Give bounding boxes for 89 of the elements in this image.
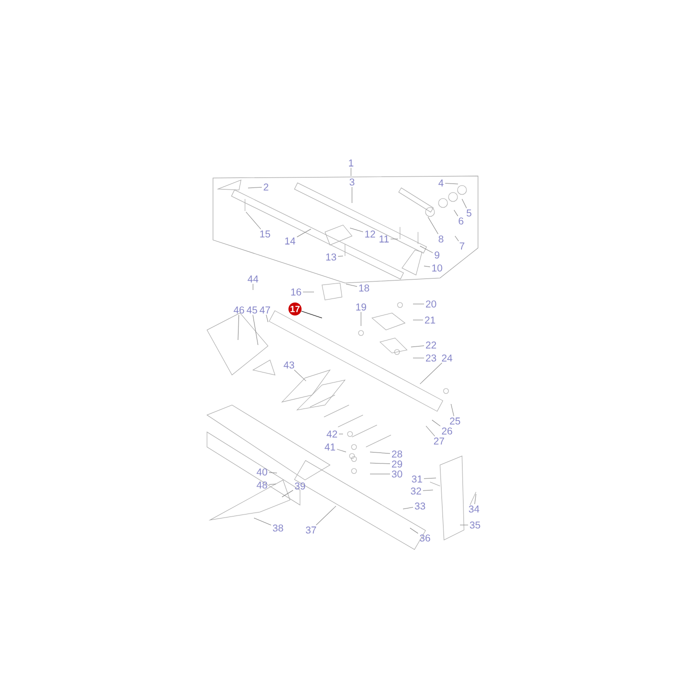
callout-number: 43: [284, 361, 294, 369]
callout-number: 3: [350, 178, 354, 186]
leader-line: [410, 528, 418, 534]
callout-badge: 17: [288, 302, 302, 316]
leader-line: [252, 314, 258, 346]
callout-number: 5: [466, 210, 472, 216]
leader-line: [336, 448, 346, 452]
leader-line: [296, 228, 312, 238]
callout-number: 6: [458, 217, 464, 225]
callout-number: 37: [306, 526, 316, 534]
leader-line: [282, 490, 294, 498]
callout-number: 46: [234, 306, 244, 314]
callout-number: 32: [410, 487, 422, 495]
leader-line: [254, 518, 272, 526]
callout-number: 34: [468, 505, 480, 513]
leader-line: [420, 246, 434, 254]
callout-number: 26: [442, 427, 452, 435]
callout-number: 27: [434, 438, 444, 444]
leader-line: [454, 210, 458, 216]
leader-line: [301, 310, 322, 318]
leader-line: [346, 284, 358, 287]
leader-line: [350, 168, 352, 176]
leader-line: [424, 266, 430, 268]
leader-line: [462, 198, 467, 208]
leader-line: [450, 404, 454, 416]
callout-number: 7: [460, 242, 464, 250]
callout-number: 13: [326, 253, 336, 261]
leader-line: [248, 186, 262, 188]
leader-line: [294, 370, 306, 382]
callout-number: 35: [470, 521, 480, 529]
leader-line: [474, 494, 476, 504]
leader-line: [420, 362, 442, 384]
callout-number: 36: [420, 534, 430, 542]
leader-line: [454, 236, 459, 242]
leader-line: [266, 314, 268, 322]
callout-number: 42: [326, 430, 338, 438]
callout-number: 30: [392, 470, 402, 478]
leader-line: [338, 256, 344, 257]
callout-number: 29: [392, 460, 402, 468]
callout-number: 28: [392, 450, 402, 458]
callout-number: 16: [291, 288, 302, 296]
callout-number: 18: [359, 284, 370, 292]
callout-number: 25: [450, 417, 460, 425]
callout-number: 31: [412, 475, 422, 483]
leader-line: [444, 183, 458, 184]
callout-number: 39: [294, 482, 306, 490]
callout-number: 41: [324, 444, 336, 450]
callout-number: 10: [432, 264, 442, 272]
callout-number: 9: [434, 251, 440, 259]
leader-line: [460, 524, 468, 526]
leader-line: [316, 506, 336, 526]
leader-line: [370, 452, 390, 454]
leader-line: [268, 472, 278, 474]
callout-number: 12: [365, 230, 376, 238]
callout-number: 40: [256, 468, 268, 476]
callout-number: 23: [426, 354, 436, 362]
callout-number: 33: [414, 502, 426, 510]
leader-line: [432, 420, 441, 426]
callout-number: 11: [380, 236, 389, 242]
leader-line: [428, 216, 438, 234]
callout-number: 21: [424, 316, 436, 324]
callout-number: 24: [442, 354, 452, 362]
leader-line: [424, 478, 436, 479]
callout-number: 47: [260, 306, 270, 314]
callout-number: 38: [272, 524, 284, 532]
callout-number: 44: [248, 276, 258, 282]
callout-number: 2: [264, 184, 268, 190]
leader-line: [246, 212, 262, 230]
leader-line: [426, 426, 436, 436]
callout-number: 48: [256, 481, 268, 489]
callout-number: 4: [438, 180, 444, 186]
callout-number: 45: [246, 306, 258, 314]
callout-number: 15: [260, 230, 270, 238]
leader-line: [402, 506, 414, 510]
callout-number: 20: [426, 300, 436, 308]
leader-line: [238, 314, 240, 340]
callout-number: 1: [349, 160, 354, 166]
leader-line: [370, 462, 390, 464]
callout-number: 14: [285, 238, 296, 244]
leader-line: [390, 238, 398, 240]
leader-line: [350, 228, 364, 232]
callout-number: 19: [356, 303, 366, 311]
callout-number: 22: [426, 342, 436, 348]
leader-line: [410, 345, 424, 348]
callout-number: 8: [438, 235, 444, 243]
leader-line: [360, 312, 362, 326]
leader-line: [252, 284, 254, 290]
leader-line: [422, 490, 434, 491]
leader-line: [268, 484, 276, 485]
